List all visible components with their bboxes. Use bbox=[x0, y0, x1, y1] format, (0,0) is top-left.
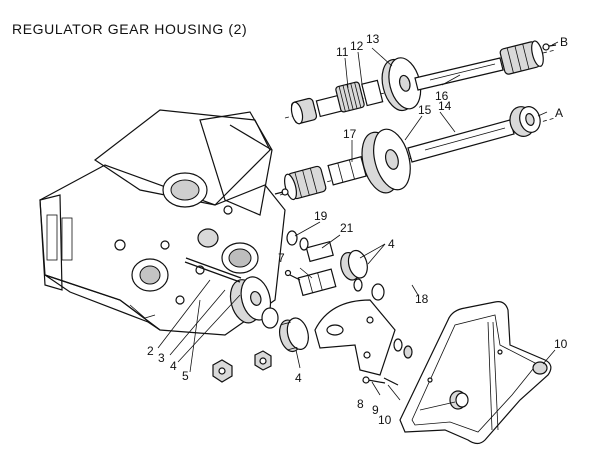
callout-19: 19 bbox=[314, 209, 328, 223]
callout-3: 3 bbox=[158, 351, 165, 365]
callout-17: 17 bbox=[343, 127, 357, 141]
callout-9: 9 bbox=[372, 403, 379, 417]
callout-10-right: 10 bbox=[554, 337, 568, 351]
callout-4-bottom: 4 bbox=[295, 371, 302, 385]
callout-13: 13 bbox=[366, 32, 380, 46]
callout-A: A bbox=[555, 106, 563, 120]
callout-4-left: 4 bbox=[170, 359, 177, 373]
callout-21: 21 bbox=[340, 221, 354, 235]
gear-housing bbox=[39, 109, 286, 336]
callout-18: 18 bbox=[415, 292, 429, 306]
callout-4-top: 4 bbox=[388, 237, 395, 251]
callout-16: 16 bbox=[435, 89, 449, 103]
callout-2: 2 bbox=[147, 344, 154, 358]
callout-11: 11 bbox=[336, 45, 349, 59]
cover-plate bbox=[399, 301, 552, 445]
callout-14: 14 bbox=[438, 99, 452, 113]
diagram-title: REGULATOR GEAR HOUSING (2) bbox=[12, 21, 248, 37]
callout-10-bottom: 10 bbox=[378, 413, 392, 427]
callout-7: 7 bbox=[278, 251, 285, 265]
callout-B: B bbox=[560, 35, 568, 49]
callout-5: 5 bbox=[182, 369, 189, 383]
leader-lines bbox=[157, 41, 559, 411]
upper-shaft-assembly bbox=[284, 40, 557, 125]
callout-8: 8 bbox=[357, 397, 364, 411]
lever-bracket bbox=[314, 299, 413, 386]
callout-12: 12 bbox=[350, 39, 364, 53]
lower-gear-train bbox=[184, 230, 385, 383]
callout-15: 15 bbox=[418, 103, 432, 117]
middle-shaft-assembly bbox=[274, 106, 556, 201]
callout-labels: 11 12 13 B 16 15 14 A 17 19 21 4 7 18 2 … bbox=[147, 32, 568, 427]
